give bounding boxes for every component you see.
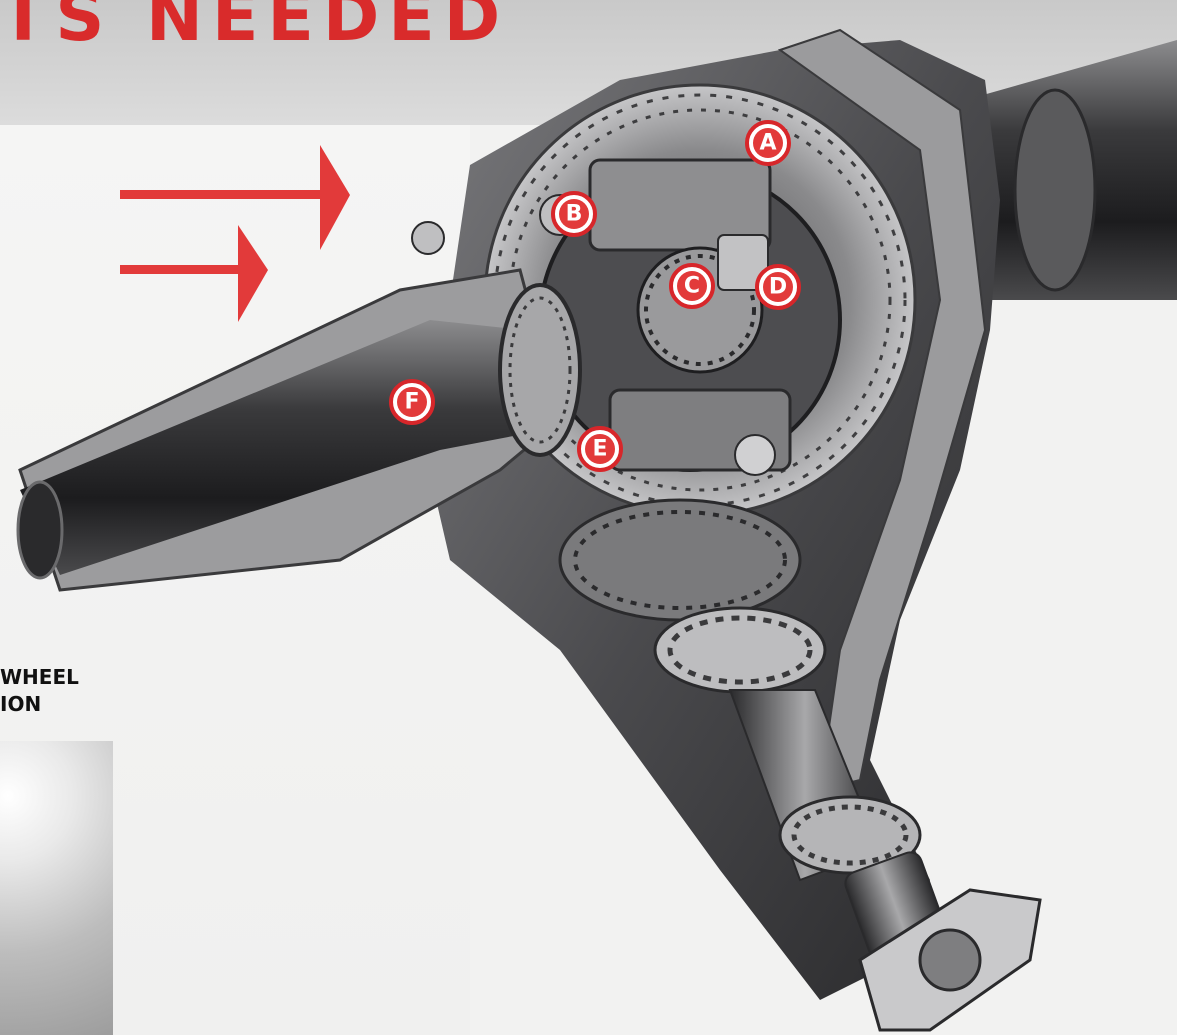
callout-c: C: [669, 263, 715, 309]
cropped-photo: [0, 741, 113, 1035]
caption-line-1: WHEEL: [0, 665, 79, 689]
svg-text:A: A: [759, 131, 776, 156]
svg-text:B: B: [566, 202, 583, 227]
svg-text:D: D: [769, 275, 787, 300]
svg-text:F: F: [404, 390, 419, 415]
callout-a: A: [745, 120, 791, 166]
axle-shaft-end: [16, 480, 64, 580]
side-gear-bolt: [734, 434, 776, 476]
axle-tube-collar: [1013, 88, 1097, 292]
caption-line-2: ION: [0, 692, 42, 716]
red-right-arrow-icon-2: [120, 225, 268, 322]
red-right-arrow-icon: [120, 145, 350, 250]
callout-f: F: [389, 379, 435, 425]
svg-text:E: E: [592, 437, 607, 462]
callout-b: B: [551, 191, 597, 237]
callout-d: D: [755, 264, 801, 310]
section-caption: WHEEL ION: [0, 664, 79, 718]
pinion-gear: [558, 498, 802, 622]
pinion-bearing: [653, 606, 827, 694]
page-headline: TS NEEDED: [0, 0, 510, 57]
cap-bolt-2: [411, 221, 445, 255]
housing-flange: [777, 28, 987, 792]
callout-e: E: [577, 426, 623, 472]
pinion-shaft: [717, 234, 769, 291]
axle-bearing: [498, 283, 582, 457]
svg-text:C: C: [684, 274, 700, 299]
